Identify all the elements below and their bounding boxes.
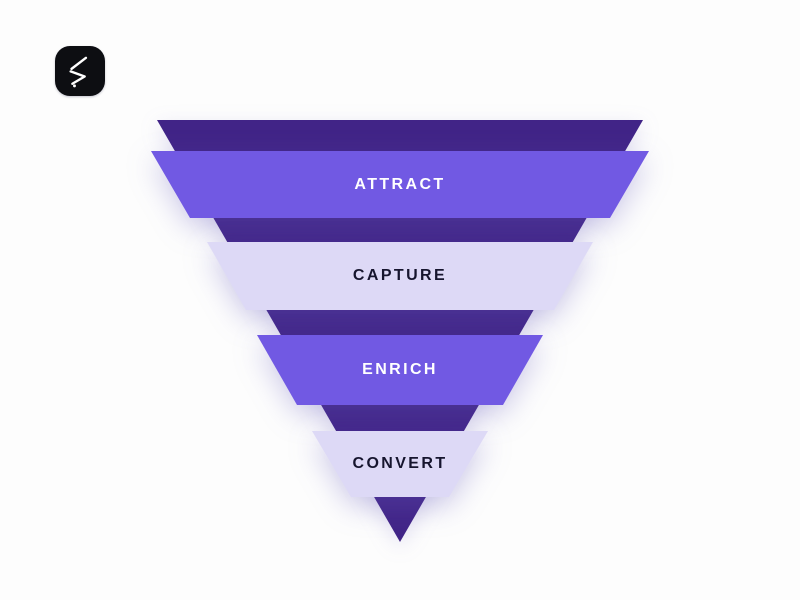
- app-logo: [55, 46, 105, 96]
- funnel-band-attract: [151, 151, 649, 218]
- funnel-core-triangle: [157, 120, 643, 542]
- funnel-band-convert: [312, 431, 488, 497]
- funnel-band-capture: [207, 242, 593, 310]
- zigzag-bolt-icon: [69, 56, 88, 88]
- funnel-band-enrich: [257, 335, 543, 405]
